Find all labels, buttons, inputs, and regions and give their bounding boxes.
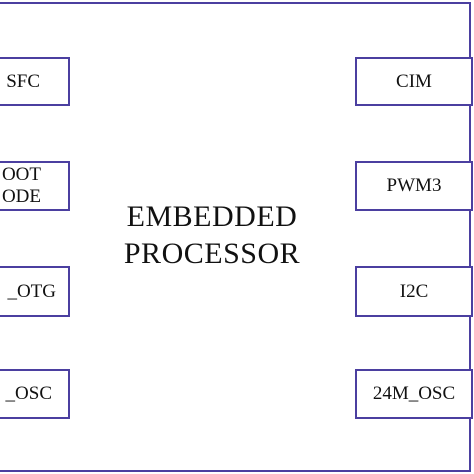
right-block-pwm3-label: PWM3 — [386, 175, 442, 196]
right-block-i2c-label: I2C — [399, 280, 429, 302]
right-block-cim-label: CIM — [396, 70, 432, 92]
left-block-boot-mode: OOT ODE — [0, 161, 70, 211]
left-block-osc: _OSC — [0, 369, 70, 419]
processor-title: EMBEDDED PROCESSOR — [100, 198, 324, 272]
left-block-sfc-label: SFC — [6, 70, 40, 92]
left-block-osc-label: _OSC — [5, 383, 52, 404]
left-block-usb-otg-label: _OTG — [7, 280, 56, 302]
left-block-boot-mode-line1: OOT — [1, 164, 41, 185]
right-block-24m-osc: 24M_OSC — [355, 369, 473, 419]
right-block-cim: CIM — [355, 57, 473, 106]
left-block-boot-mode-line2: ODE — [1, 186, 41, 207]
left-block-boot-mode-label: OOT ODE — [2, 164, 41, 208]
left-block-usb-otg: _OTG — [0, 266, 70, 317]
right-block-24m-osc-label: 24M_OSC — [372, 383, 456, 404]
left-block-sfc: SFC — [0, 57, 70, 106]
processor-title-line1: EMBEDDED — [126, 200, 298, 233]
right-block-i2c: I2C — [355, 266, 473, 317]
processor-title-line2: PROCESSOR — [123, 237, 301, 270]
right-block-pwm3: PWM3 — [355, 161, 473, 211]
